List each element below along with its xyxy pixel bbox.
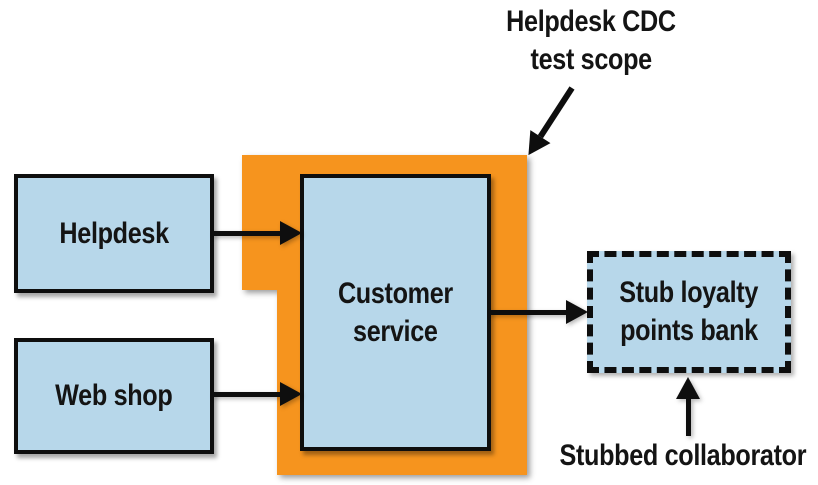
arrow-web-shop-to-customer-service-icon <box>212 382 302 406</box>
customer-service-node-label-line2: service <box>353 314 438 348</box>
stub-loyalty-points-bank-node: Stub loyalty points bank <box>587 251 791 373</box>
arrow-helpdesk-to-customer-service-icon <box>212 221 302 245</box>
stub-node-label-line1: Stub loyalty <box>619 276 759 309</box>
stubbed-collaborator-label-text: Stubbed collaborator <box>559 439 806 472</box>
customer-service-node: Customer service <box>300 174 491 451</box>
arrow-customer-service-to-stub-icon <box>489 300 588 324</box>
stubbed-collaborator-arrow-icon <box>676 377 700 436</box>
web-shop-node: Web shop <box>14 338 214 454</box>
arrow-head-icon <box>280 221 302 245</box>
arrow-shaft <box>685 399 691 436</box>
stub-node-label-line2: points bank <box>620 314 758 347</box>
scope-annotation-arrow-icon <box>518 81 582 162</box>
arrow-shaft <box>212 230 280 236</box>
arrow-shaft <box>212 391 280 397</box>
arrow-head-icon <box>280 382 302 406</box>
arrow-shaft <box>489 309 566 315</box>
scope-annotation-line1: Helpdesk CDC <box>506 5 676 38</box>
helpdesk-node-label: Helpdesk <box>59 216 169 250</box>
arrow-head-icon <box>676 377 700 399</box>
arrow-shaft <box>537 86 575 139</box>
helpdesk-node: Helpdesk <box>14 174 214 293</box>
scope-annotation-line2: test scope <box>530 43 652 76</box>
arrow-head-icon <box>566 300 588 324</box>
web-shop-node-label: Web shop <box>55 379 173 412</box>
scope-annotation-label: Helpdesk CDC test scope <box>471 3 711 79</box>
stubbed-collaborator-label: Stubbed collaborator <box>540 437 818 475</box>
customer-service-node-label-line1: Customer <box>338 276 453 310</box>
